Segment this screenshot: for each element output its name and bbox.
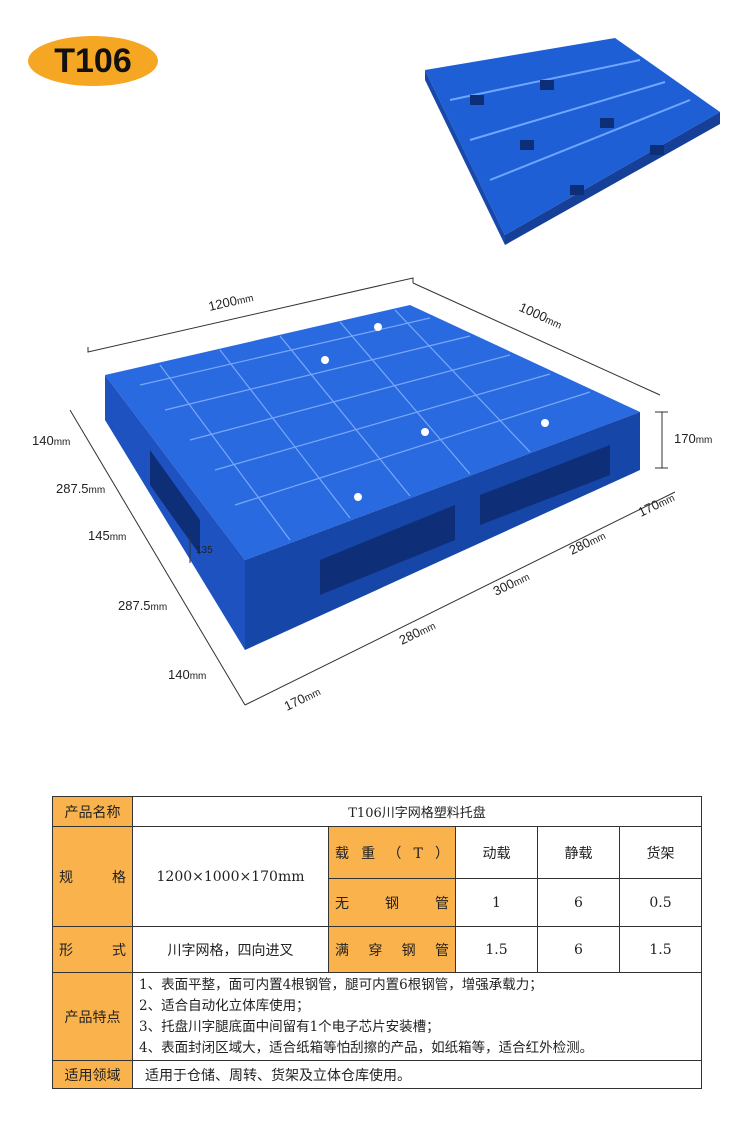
full-steel-label: 满穿钢管 bbox=[328, 926, 456, 973]
product-name-label: 产品名称 bbox=[52, 796, 133, 827]
feature-item: 1、表面平整，面可内置4根钢管，腿可内置6根钢管，增强承载力； bbox=[139, 976, 543, 993]
dynamic-load-label: 动载 bbox=[455, 826, 538, 879]
row-features: 产品特点 1、表面平整，面可内置4根钢管，腿可内置6根钢管，增强承载力； 2、适… bbox=[52, 972, 703, 1061]
spec-table: 产品名称 T106川字网格塑料托盘 规格 1200×1000×170mm 载重（… bbox=[52, 796, 703, 1089]
form-value: 川字网格，四向进叉 bbox=[132, 926, 329, 973]
spec-label: 规格 bbox=[52, 826, 133, 927]
no-steel-dynamic: 1 bbox=[455, 878, 538, 927]
load-label: 载重（T） bbox=[328, 826, 456, 879]
feature-item: 2、适合自动化立体库使用； bbox=[139, 997, 310, 1014]
row-no-steel: 无钢管 1 6 0.5 bbox=[53, 878, 703, 927]
full-steel-dynamic: 1.5 bbox=[455, 926, 538, 973]
dimension-lines bbox=[69, 277, 676, 706]
dim-left-5: 140mm bbox=[168, 667, 207, 682]
dim-left-1: 140mm bbox=[32, 433, 71, 448]
row-form: 形式 川字网格，四向进叉 满穿钢管 1.5 6 1.5 bbox=[52, 926, 703, 973]
static-load-label: 静载 bbox=[537, 826, 620, 879]
row-usage: 适用领域 适用于仓储、周转、货架及立体仓库使用。 bbox=[52, 1060, 703, 1089]
spec-value: 1200×1000×170mm bbox=[132, 826, 329, 927]
usage-value: 适用于仓储、周转、货架及立体仓库使用。 bbox=[131, 1060, 703, 1089]
rack-load-label: 货架 bbox=[618, 826, 703, 879]
dim-left-3: 145mm bbox=[88, 528, 127, 543]
large-pallet-image bbox=[105, 305, 640, 650]
dim-left-4: 287.5mm bbox=[118, 598, 168, 613]
features-list: 1、表面平整，面可内置4根钢管，腿可内置6根钢管，增强承载力； 2、适合自动化立… bbox=[131, 972, 703, 1061]
small-pallet-image bbox=[425, 38, 720, 245]
dim-left-2: 287.5mm bbox=[56, 481, 106, 496]
model-badge: T106 bbox=[28, 36, 158, 86]
no-steel-label: 无钢管 bbox=[328, 878, 456, 927]
feature-item: 3、托盘川字腿底面中间留有1个电子芯片安装槽； bbox=[139, 1018, 440, 1035]
full-steel-static: 6 bbox=[537, 926, 620, 973]
row-spec: 规格 1200×1000×170mm 载重（T） 动载 静载 货架 bbox=[52, 826, 703, 927]
full-steel-rack: 1.5 bbox=[618, 926, 703, 973]
row-product-name: 产品名称 T106川字网格塑料托盘 bbox=[52, 796, 703, 827]
usage-label: 适用领域 bbox=[52, 1060, 133, 1089]
no-steel-rack: 0.5 bbox=[618, 878, 703, 927]
no-steel-static: 6 bbox=[537, 878, 620, 927]
features-label: 产品特点 bbox=[52, 972, 133, 1061]
dim-height: 170mm bbox=[674, 431, 713, 446]
dim-inner: 135 bbox=[196, 545, 213, 556]
feature-item: 4、表面封闭区域大，适合纸箱等怕刮擦的产品，如纸箱等，适合红外检测。 bbox=[139, 1039, 594, 1056]
form-label: 形式 bbox=[52, 926, 133, 973]
product-name-value: T106川字网格塑料托盘 bbox=[131, 796, 703, 827]
